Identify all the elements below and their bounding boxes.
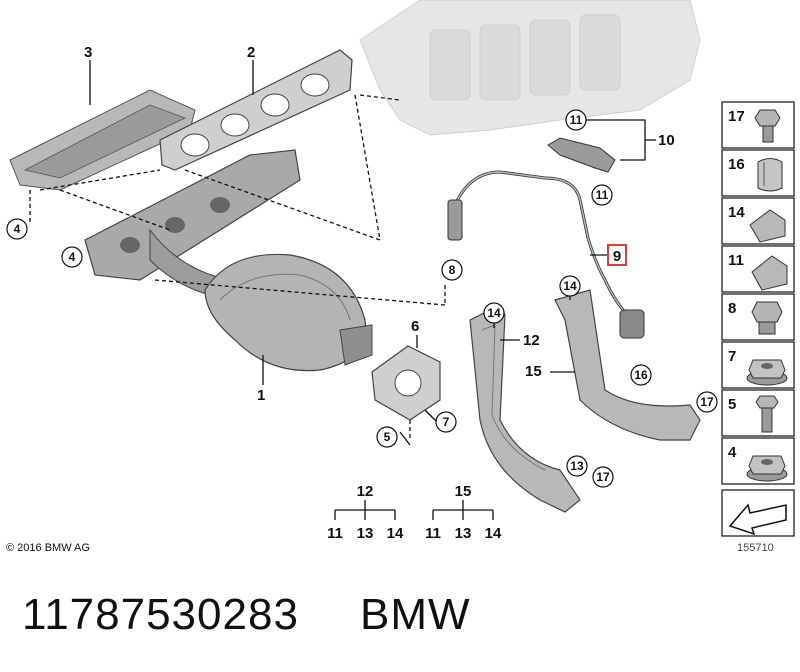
callout-14b-text: 14 bbox=[563, 279, 577, 293]
cable-clip-icon bbox=[749, 209, 786, 243]
plug-icon bbox=[751, 301, 783, 335]
legend-15-top: 15 bbox=[455, 483, 472, 500]
side-cell-14[interactable]: 14 bbox=[721, 197, 795, 245]
side-label: 5 bbox=[728, 396, 736, 413]
legend-15-item: 11 bbox=[425, 525, 441, 542]
collar-nut-icon bbox=[746, 359, 788, 386]
exhaust-gasket[interactable] bbox=[159, 49, 353, 171]
leader-lines bbox=[89, 60, 656, 520]
side-cell-16[interactable]: 16 bbox=[721, 149, 795, 197]
hardware-side-panel: 17 16 14 11 bbox=[721, 101, 795, 537]
callout-10: 10 bbox=[658, 132, 675, 149]
engine-block-ghost bbox=[359, 0, 701, 136]
callout-15: 15 bbox=[525, 363, 542, 380]
callout-3: 3 bbox=[84, 44, 92, 61]
heat-shield[interactable] bbox=[9, 89, 196, 191]
callout-12: 12 bbox=[523, 332, 540, 349]
callout-2: 2 bbox=[247, 44, 255, 61]
cable-holder-icon bbox=[751, 255, 788, 291]
callout-circle-4b: 4 bbox=[61, 246, 83, 268]
bracket-right[interactable] bbox=[554, 289, 701, 441]
flange-nut-icon bbox=[746, 455, 788, 482]
drawing-id: 155710 bbox=[737, 542, 774, 554]
side-label: 4 bbox=[728, 444, 737, 461]
side-cell-5[interactable]: 5 bbox=[721, 389, 795, 437]
callout-circle-14a: 14 bbox=[483, 302, 505, 324]
callout-circle-17a: 17 bbox=[696, 391, 718, 413]
callout-circle-11a: 11 bbox=[565, 109, 587, 131]
callout-7-text: 7 bbox=[443, 415, 450, 429]
hex-screw-icon bbox=[755, 395, 779, 433]
side-cell-arrow[interactable] bbox=[721, 489, 795, 537]
oxygen-sensor[interactable] bbox=[447, 170, 645, 339]
bracket-left[interactable] bbox=[469, 304, 581, 513]
callout-circle-16: 16 bbox=[630, 364, 652, 386]
callout-circle-7: 7 bbox=[435, 411, 457, 433]
copyright-notice: © 2016 BMW AG bbox=[6, 542, 90, 554]
side-cell-8[interactable]: 8 bbox=[721, 293, 795, 341]
exhaust-manifold-catalytic-converter[interactable] bbox=[84, 149, 373, 372]
legend-group-15: 15 11 13 14 bbox=[425, 483, 502, 542]
callout-circle-17b: 17 bbox=[592, 466, 614, 488]
callout-17b-text: 17 bbox=[596, 470, 610, 484]
callout-circle-13a: 13 bbox=[566, 455, 588, 477]
callout-6: 6 bbox=[411, 318, 419, 335]
side-label: 7 bbox=[728, 348, 736, 365]
callout-8-text: 8 bbox=[449, 263, 456, 277]
legend-group-12: 12 11 13 14 bbox=[327, 483, 404, 542]
side-label: 17 bbox=[728, 108, 745, 125]
flange-gasket[interactable] bbox=[371, 345, 441, 421]
callout-14a-text: 14 bbox=[487, 306, 501, 320]
callout-1: 1 bbox=[257, 387, 265, 404]
bolt-icon bbox=[754, 109, 781, 143]
legend-12-top: 12 bbox=[357, 483, 374, 500]
callout-4b-text: 4 bbox=[69, 250, 76, 264]
side-label: 11 bbox=[728, 252, 744, 269]
bracket-10[interactable] bbox=[547, 137, 616, 173]
callout-circle-4a: 4 bbox=[6, 218, 28, 240]
legend-15-item: 13 bbox=[455, 525, 472, 542]
callout-4a-text: 4 bbox=[14, 222, 21, 236]
side-label: 16 bbox=[728, 156, 745, 173]
legend-12-item: 13 bbox=[357, 525, 374, 542]
callout-9-text: 9 bbox=[613, 248, 621, 265]
callout-16-text: 16 bbox=[634, 368, 648, 382]
callout-circle-11b: 11 bbox=[591, 184, 613, 206]
callout-circle-8: 8 bbox=[441, 259, 463, 281]
brand-name: BMW bbox=[360, 590, 471, 639]
callout-9-highlight[interactable]: 9 bbox=[607, 244, 627, 266]
side-label: 14 bbox=[728, 204, 745, 221]
legend-12-item: 14 bbox=[387, 525, 404, 542]
callout-circle-5: 5 bbox=[376, 426, 398, 448]
callout-11b-text: 11 bbox=[596, 188, 609, 202]
side-cell-11[interactable]: 11 bbox=[721, 245, 795, 293]
spring-clip-icon bbox=[757, 158, 783, 192]
callout-5-text: 5 bbox=[384, 430, 391, 444]
callout-circle-14b: 14 bbox=[559, 275, 581, 297]
assembly-dashes bbox=[29, 94, 446, 440]
direction-arrow-icon bbox=[728, 503, 787, 536]
side-cell-17[interactable]: 17 bbox=[721, 101, 795, 149]
callout-13a-text: 13 bbox=[570, 459, 584, 473]
side-label: 8 bbox=[728, 300, 736, 317]
legend-15-item: 14 bbox=[485, 525, 502, 542]
side-cell-4[interactable]: 4 bbox=[721, 437, 795, 485]
legend-12-item: 11 bbox=[327, 525, 343, 542]
part-number: 11787530283 bbox=[22, 590, 299, 639]
callout-17a-text: 17 bbox=[700, 395, 714, 409]
callout-11a-text: 11 bbox=[570, 113, 583, 127]
side-cell-7[interactable]: 7 bbox=[721, 341, 795, 389]
